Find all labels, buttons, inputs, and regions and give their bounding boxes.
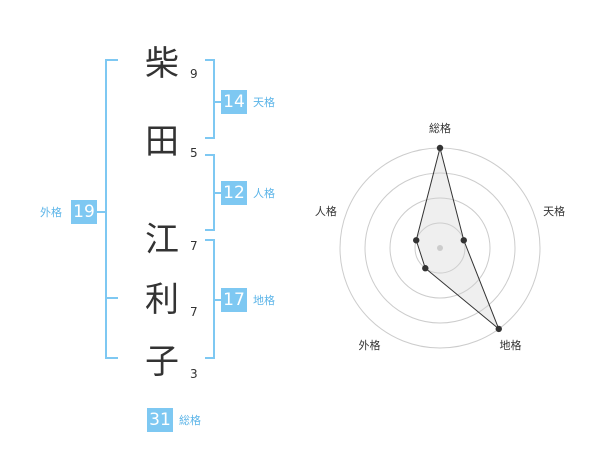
radar-point-5 [413,237,420,244]
radar-axis-label-3: 地格 [500,338,522,352]
jinkaku-value: 12 [221,181,247,205]
radar-point-4 [422,265,429,272]
radar-ring-3 [364,172,516,324]
name-char-2: 田 [145,122,179,162]
radar-point-3 [495,325,502,333]
tenkaku-value: 14 [221,90,247,114]
stroke-count-3: 7 [190,239,198,253]
radar-point-1 [436,144,444,152]
jinkaku-label: 人格 [253,187,275,200]
stroke-count-1: 9 [190,67,198,81]
radar-axis-label-5: 人格 [315,204,337,218]
radar-axis-label-2: 天格 [543,204,565,218]
radar-point-2 [460,237,467,244]
name-char-3: 江 [145,220,179,260]
name-char-5: 子 [145,342,179,382]
radar-axis-label-1: 総格 [429,121,451,135]
gaikaku-value: 19 [71,200,97,224]
tenkaku-label: 天格 [253,96,275,109]
radar-axis-label-4: 外格 [358,338,380,352]
radar-ring-2 [389,197,491,299]
radar-center [437,245,443,251]
name-char-4: 利 [145,280,179,320]
name-char-1: 柴 [145,44,179,84]
radar-ring-1 [414,222,466,274]
stroke-count-5: 3 [190,367,198,381]
soukaku-label: 総格 [179,414,201,427]
chikaku-value: 17 [221,288,247,312]
soukaku-value: 31 [147,408,173,432]
chikaku-label: 地格 [253,294,275,307]
gaikaku-label: 外格 [40,206,62,219]
radar-polygon [415,147,500,330]
stroke-count-4: 7 [190,305,198,319]
stroke-count-2: 5 [190,146,198,160]
